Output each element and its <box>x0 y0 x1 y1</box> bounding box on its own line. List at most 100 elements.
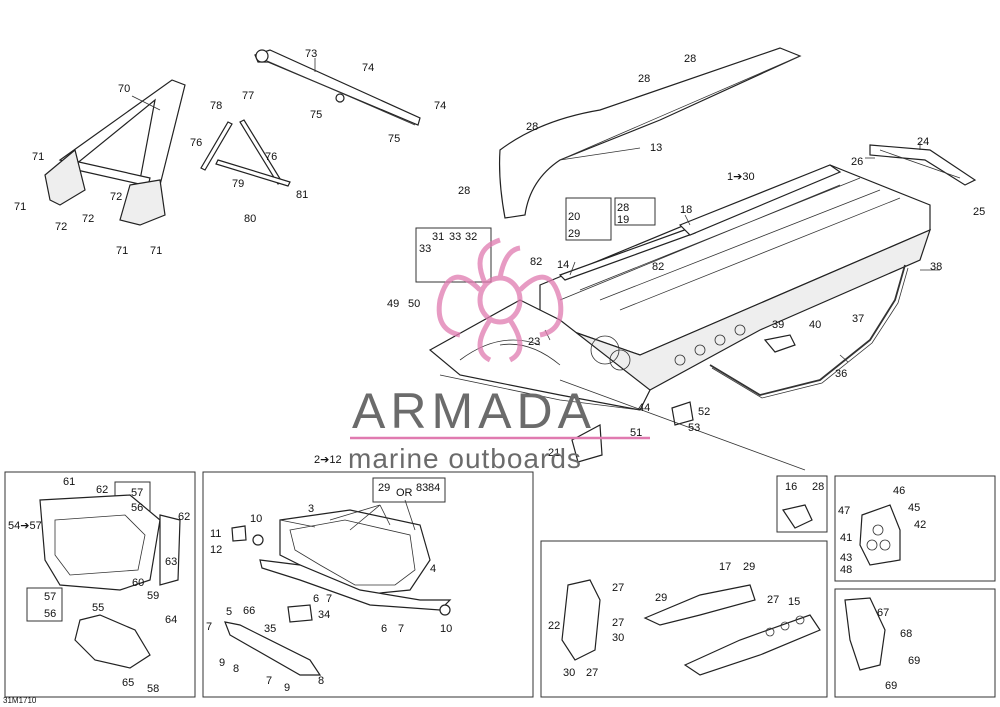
callout: 33 <box>419 243 431 255</box>
callout: 51 <box>630 427 642 439</box>
callout: 11 <box>210 528 221 540</box>
callout: 29 <box>568 228 580 240</box>
callout: 28 <box>617 202 629 214</box>
callout: 80 <box>244 213 256 225</box>
callout: 74 <box>362 62 374 74</box>
inset-box-bearing-plate <box>834 475 996 582</box>
callout: 10 <box>250 513 262 525</box>
callout: 72 <box>110 191 122 203</box>
grommet-10b <box>439 604 451 616</box>
callout: 30 <box>612 632 624 644</box>
callout: 64 <box>165 614 177 626</box>
inset-box-19-28 <box>614 197 656 226</box>
watermark-brand: ARMADA <box>352 383 596 439</box>
bracket-34 <box>287 604 313 623</box>
front-frame-3 <box>279 509 431 596</box>
callout: 27 <box>767 594 779 606</box>
callout: 8 <box>233 663 239 675</box>
inset-box-57-56-bottom <box>26 587 63 622</box>
callout: 29 <box>378 482 390 494</box>
callout: 7 <box>398 623 404 635</box>
side-panel-17 <box>643 584 756 626</box>
callout: 77 <box>242 90 254 102</box>
callout: 15 <box>788 596 800 608</box>
callout: 37 <box>852 313 864 325</box>
callout: 36 <box>835 368 847 380</box>
inset-box-16-28 <box>776 475 828 533</box>
rear-bumper <box>869 144 977 186</box>
callout: 72 <box>55 221 67 233</box>
callout: 23 <box>528 336 540 348</box>
inset-box-cross-bracket <box>834 588 996 698</box>
callout: 59 <box>147 590 159 602</box>
callout: 22 <box>548 620 560 632</box>
callout: 82 <box>530 256 542 268</box>
mount-55 <box>74 614 151 669</box>
callout: 82 <box>652 261 664 273</box>
callout: 21 <box>548 447 560 459</box>
callout: 73 <box>305 48 317 60</box>
inset-box-20-29 <box>565 197 612 241</box>
callout: 65 <box>122 677 134 689</box>
callout: 79 <box>232 178 244 190</box>
callout: 30 <box>563 667 575 679</box>
callout: 68 <box>900 628 912 640</box>
callout: 28 <box>638 73 650 85</box>
callout: 74 <box>434 100 446 112</box>
rear-extension <box>678 164 842 236</box>
side-plate-60 <box>159 514 181 586</box>
skid-plate-5 <box>224 621 322 676</box>
callout: 35 <box>264 623 276 635</box>
callout: 56 <box>131 502 143 514</box>
callout: 28 <box>458 185 470 197</box>
callout: 62 <box>178 511 190 523</box>
callout: 69 <box>908 655 920 667</box>
callout: 56 <box>44 608 56 620</box>
callout: 26 <box>851 156 863 168</box>
callout: 31 <box>432 231 444 243</box>
callout: 42 <box>914 519 926 531</box>
callout: 10 <box>440 623 452 635</box>
callout: 27 <box>612 617 624 629</box>
diagram-code: 31M1710 <box>3 696 37 705</box>
callout: 14 <box>557 259 569 271</box>
callout: 13 <box>650 142 662 154</box>
callout: 70 <box>118 83 130 95</box>
callout: 53 <box>688 422 700 434</box>
callout: 62 <box>96 484 108 496</box>
callout: 20 <box>568 211 580 223</box>
bracket-16 <box>782 504 813 529</box>
callout: 44 <box>638 402 650 414</box>
callout: 41 <box>840 532 852 544</box>
callout: 55 <box>92 602 104 614</box>
callout: 29 <box>655 592 667 604</box>
callout: 27 <box>612 582 624 594</box>
callout: 49 <box>387 298 399 310</box>
callout: 75 <box>310 109 322 121</box>
callout: 17 <box>719 561 731 573</box>
callout: 7 <box>266 675 272 687</box>
callout: 3 <box>308 503 314 515</box>
callout-labels: 70 71 71 72 72 72 71 71 73 74 74 75 75 7… <box>3 48 985 705</box>
grommet-10a <box>252 534 264 546</box>
callout: 47 <box>838 505 850 517</box>
callout: 19 <box>617 214 629 226</box>
callout: 25 <box>973 206 985 218</box>
callout: OR <box>396 487 413 499</box>
callout: 38 <box>930 261 942 273</box>
callout: 57 <box>44 591 56 603</box>
callout: 76 <box>190 137 202 149</box>
callout: 18 <box>680 204 692 216</box>
callout: 52 <box>698 406 710 418</box>
callout: 69 <box>885 680 897 692</box>
callout: 2➔12 <box>314 454 342 466</box>
callout: 67 <box>877 607 889 619</box>
frame-foot-left <box>44 148 86 206</box>
inset-box-front-frame <box>202 471 534 698</box>
callout: 32 <box>465 231 477 243</box>
callout: 40 <box>809 319 821 331</box>
bracket-52 <box>671 401 694 426</box>
link-rod-76-left <box>200 121 233 171</box>
callout: 12 <box>210 544 222 556</box>
callout: 9 <box>284 682 290 694</box>
